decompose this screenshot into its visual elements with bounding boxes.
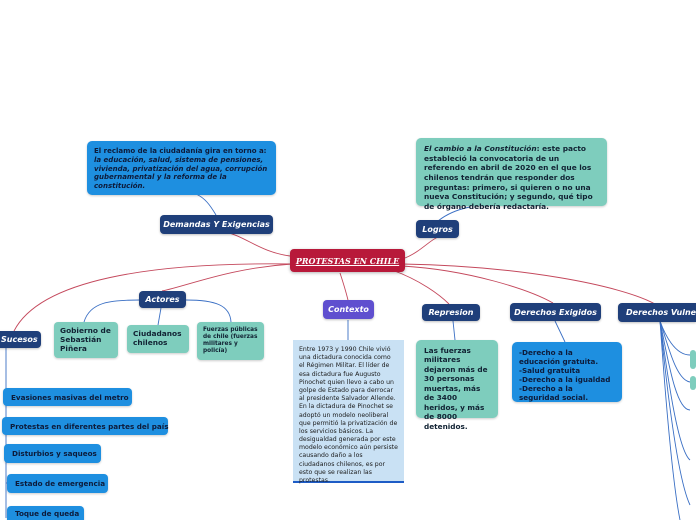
derecho-exigido-item: -Salud gratuita bbox=[519, 366, 581, 375]
suceso-disturbios-label: Disturbios y saqueos bbox=[12, 449, 97, 458]
derechos-exigidos-note[interactable]: -Derecho a la educación gratuita. -Salud… bbox=[512, 342, 622, 402]
represion-note-text: Las fuerzas militares dejaron más de 30 … bbox=[424, 346, 488, 431]
demandas-topic[interactable]: Demandas Y Exigencias bbox=[160, 215, 273, 234]
link-vulnerados-c bbox=[659, 320, 691, 411]
derechos-exigidos-topic-label: Derechos Exigidos bbox=[514, 307, 597, 317]
link-central-actores bbox=[161, 263, 293, 292]
demandas-note-line2: la educación, salud, sistema de pensione… bbox=[94, 155, 268, 190]
derecho-exigido-item: -Derecho a la igualdad bbox=[519, 375, 611, 384]
actor-ciudadanos[interactable]: Ciudadanos chilenos bbox=[127, 325, 189, 353]
central-topic-label: PROTESTAS EN CHILE bbox=[295, 255, 400, 266]
contexto-topic-label: Contexto bbox=[328, 305, 369, 314]
suceso-disturbios[interactable]: Disturbios y saqueos bbox=[4, 444, 101, 463]
demandas-note[interactable]: El reclamo de la ciudadanía gira en torn… bbox=[87, 141, 276, 195]
contexto-note[interactable]: Entre 1973 y 1990 Chile vivió una dictad… bbox=[293, 340, 404, 484]
link-vulnerados-f bbox=[659, 320, 681, 520]
vulnerado-child-clipped bbox=[690, 350, 696, 369]
link-actores-gobierno bbox=[83, 299, 141, 323]
suceso-protestas[interactable]: Protestas en diferentes partes del país bbox=[2, 417, 169, 435]
logros-topic-label: Logros bbox=[422, 224, 453, 234]
logros-topic[interactable]: Logros bbox=[416, 220, 459, 238]
link-demandas-note bbox=[195, 193, 217, 216]
suceso-estado-emergencia-label: Estado de emergencia bbox=[15, 479, 106, 488]
actores-topic-label: Actores bbox=[145, 295, 180, 304]
contexto-note-text: Entre 1973 y 1990 Chile vivió una dictad… bbox=[299, 346, 398, 484]
sucesos-topic-label: Sucesos bbox=[1, 335, 38, 344]
link-logros-note bbox=[437, 206, 471, 222]
logros-note[interactable]: El cambio a la Constitución: este pacto … bbox=[416, 138, 607, 211]
link-central-sucesos bbox=[13, 263, 293, 332]
link-vulnerados-b bbox=[659, 320, 691, 383]
demandas-topic-label: Demandas Y Exigencias bbox=[163, 220, 270, 229]
actor-fuerzas[interactable]: Fuerzas públicas de chile (fuerzas milit… bbox=[197, 322, 264, 360]
suceso-protestas-label: Protestas en diferentes partes del país bbox=[10, 421, 169, 431]
suceso-toque-queda[interactable]: Toque de queda bbox=[7, 506, 84, 520]
link-vulnerados-a bbox=[659, 320, 691, 356]
suceso-evasiones[interactable]: Evasiones masivas del metro bbox=[3, 388, 132, 406]
derechos-vulnerados-topic-label: Derechos Vulnerados bbox=[626, 308, 696, 317]
contexto-topic[interactable]: Contexto bbox=[323, 300, 374, 319]
link-central-contexto bbox=[339, 272, 349, 301]
represion-topic[interactable]: Represion bbox=[422, 304, 480, 321]
actores-topic[interactable]: Actores bbox=[139, 291, 186, 308]
link-exigidos-note bbox=[554, 320, 566, 343]
logros-note-emphasis: El cambio a la Constitución bbox=[424, 144, 537, 153]
link-central-derechos-exigidos bbox=[401, 265, 554, 304]
link-central-demandas bbox=[224, 231, 291, 257]
actor-gobierno-label: Gobierno de Sebastián Piñera bbox=[60, 326, 111, 353]
represion-note[interactable]: Las fuerzas militares dejaron más de 30 … bbox=[416, 340, 498, 431]
represion-topic-label: Represion bbox=[428, 308, 474, 317]
link-vulnerados-e bbox=[659, 320, 691, 506]
derechos-vulnerados-topic[interactable]: Derechos Vulnerados bbox=[618, 303, 696, 322]
derechos-exigidos-topic[interactable]: Derechos Exigidos bbox=[510, 303, 601, 321]
suceso-estado-emergencia[interactable]: Estado de emergencia bbox=[7, 474, 108, 493]
link-central-logros bbox=[404, 236, 439, 259]
link-actores-ciudadanos bbox=[157, 307, 162, 326]
logros-note-text: : este pacto estableció la convocatoria … bbox=[424, 144, 593, 211]
actor-gobierno[interactable]: Gobierno de Sebastián Piñera bbox=[54, 322, 118, 358]
link-actores-fuerzas bbox=[185, 299, 232, 323]
link-central-represion bbox=[391, 269, 450, 305]
demandas-note-line1: El reclamo de la ciudadanía gira en torn… bbox=[94, 147, 267, 155]
derecho-exigido-item: -Derecho a la educación gratuita. bbox=[519, 348, 599, 366]
suceso-evasiones-label: Evasiones masivas del metro bbox=[11, 392, 129, 402]
link-central-derechos-vulnerados bbox=[401, 263, 656, 305]
central-topic[interactable]: PROTESTAS EN CHILE bbox=[290, 249, 405, 272]
link-represion-note bbox=[452, 320, 456, 341]
link-vulnerados-d bbox=[659, 320, 691, 461]
actor-fuerzas-label: Fuerzas públicas de chile (fuerzas milit… bbox=[203, 327, 258, 354]
sucesos-topic[interactable]: Sucesos bbox=[0, 331, 41, 348]
derecho-exigido-item: -Derecho a la seguridad social. bbox=[519, 384, 589, 402]
actor-ciudadanos-label: Ciudadanos chilenos bbox=[133, 329, 182, 347]
suceso-toque-queda-label: Toque de queda bbox=[15, 508, 80, 518]
vulnerado-child-clipped bbox=[690, 376, 696, 390]
